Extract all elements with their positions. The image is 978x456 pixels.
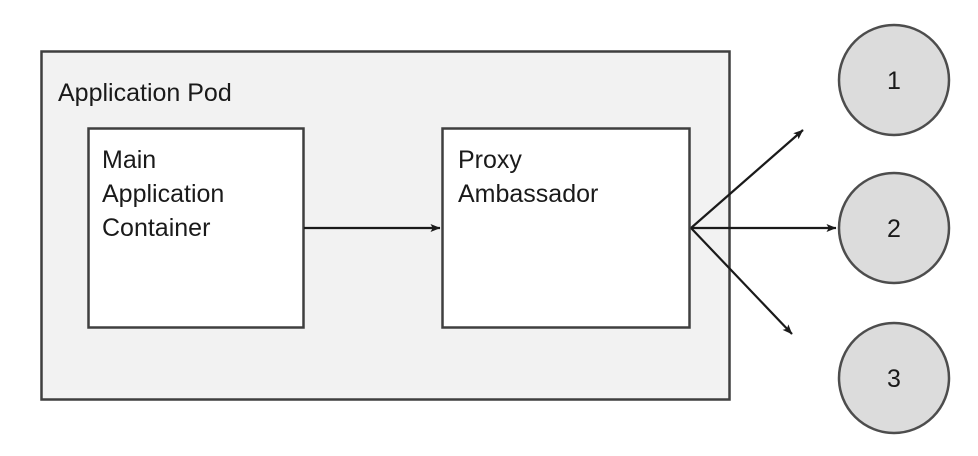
- proxy-ambassador-container-line-1: Proxy: [458, 146, 522, 174]
- main-application-container-line-3: Container: [102, 214, 210, 242]
- main-application-container-line-2: Application: [102, 180, 224, 208]
- connector-proxy-to-service-3[interactable]: [690, 227, 793, 335]
- service-1-label: 1: [887, 67, 901, 95]
- service-1-node[interactable]: 1: [837, 23, 951, 137]
- service-2-node[interactable]: 2: [837, 171, 951, 285]
- application-pod-label: Application Pod: [58, 79, 232, 107]
- proxy-ambassador-container[interactable]: Proxy Ambassador: [441, 127, 691, 329]
- main-application-container-rect[interactable]: [87, 127, 305, 329]
- service-3-node[interactable]: 3: [837, 321, 951, 435]
- proxy-ambassador-container-line-2: Ambassador: [458, 180, 598, 208]
- service-2-label: 2: [887, 215, 901, 243]
- service-3-circle[interactable]: [837, 321, 951, 435]
- proxy-ambassador-container-rect[interactable]: [441, 127, 691, 329]
- main-application-container-line-1: Main: [102, 146, 156, 174]
- connector-proxy-to-service-1-line[interactable]: [690, 129, 804, 229]
- service-2-circle[interactable]: [837, 171, 951, 285]
- service-3-label: 3: [887, 365, 901, 393]
- connector-proxy-to-service-1[interactable]: [690, 129, 804, 229]
- main-application-container[interactable]: Main Application Container: [87, 127, 305, 329]
- connector-proxy-to-service-3-line[interactable]: [690, 227, 793, 335]
- service-1-circle[interactable]: [837, 23, 951, 137]
